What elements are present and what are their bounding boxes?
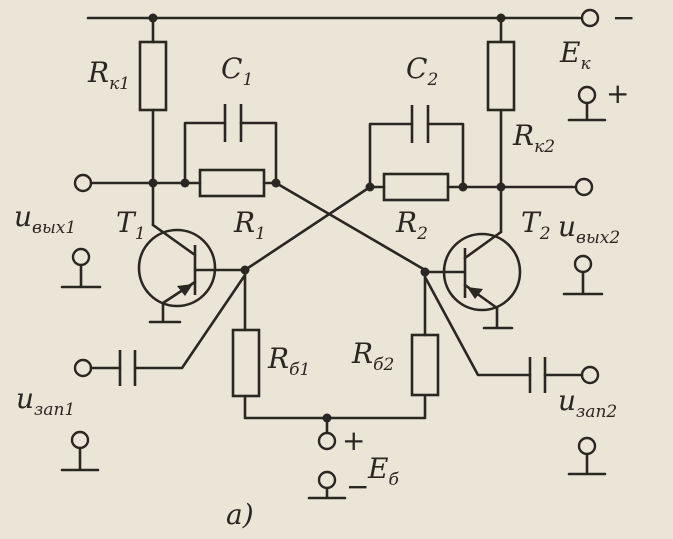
uzap1-label: uзап1 xyxy=(16,382,75,420)
ek-minus-sign: − xyxy=(612,1,635,34)
c2-label: C2 xyxy=(406,52,438,90)
junction-base2 xyxy=(420,267,430,277)
c1-left-branch xyxy=(183,121,227,185)
t2-collector xyxy=(463,230,503,260)
ek-minus-terminal xyxy=(580,8,600,28)
t1-emitter-arrow xyxy=(177,284,193,296)
ek-plus-terminal-symbol xyxy=(567,85,607,122)
t2-label: T2 xyxy=(521,206,551,244)
t1-collector xyxy=(151,223,197,257)
junction-rail-left xyxy=(148,13,158,23)
eb-minus-sign: − xyxy=(346,470,369,503)
uvyh1-terminal xyxy=(73,173,93,193)
junction-eb xyxy=(322,413,332,423)
junction-out1 xyxy=(148,178,158,188)
c2-right-branch xyxy=(426,122,465,189)
rk2-resistor xyxy=(486,40,516,112)
uvyh2-label: uвых2 xyxy=(558,210,620,248)
junction-c1-right xyxy=(271,178,281,188)
junction-c2-right xyxy=(458,182,468,192)
rb2-label: Rб2 xyxy=(351,337,394,375)
rb1-wire-bottom xyxy=(243,394,427,420)
r1-label: R1 xyxy=(233,206,266,244)
uzap1-wire-right xyxy=(133,273,247,370)
rk2-label: Rк2 xyxy=(512,119,555,157)
eb-minus-terminal xyxy=(317,470,337,490)
c2-left-branch xyxy=(368,122,414,189)
ek-label: Eк xyxy=(559,36,591,74)
eb-plus-sign: + xyxy=(342,424,365,457)
uvyh2-ground-symbol xyxy=(562,254,604,296)
uvyh1-label: uвых1 xyxy=(14,200,76,238)
rk1-resistor xyxy=(138,40,168,112)
rb1-label: Rб1 xyxy=(267,342,310,380)
uzap2-label: uзап2 xyxy=(558,384,617,422)
uzap1-terminal xyxy=(73,358,93,378)
r1-resistor xyxy=(198,168,266,198)
uvyh2-terminal xyxy=(574,177,594,197)
junction-c1-left xyxy=(180,178,190,188)
eb-plus-terminal xyxy=(317,431,337,451)
uzap2-terminal xyxy=(580,365,600,385)
rk1-label: Rк1 xyxy=(87,56,130,94)
junction-out2 xyxy=(496,182,506,192)
uzap2-ground-symbol xyxy=(567,436,607,476)
uzap1-ground-symbol xyxy=(60,430,100,472)
r2-resistor xyxy=(382,172,450,202)
t2-emitter-ground xyxy=(482,306,514,330)
r2-label: R2 xyxy=(395,206,428,244)
uvyh1-ground-symbol xyxy=(60,247,102,289)
junction-c2-left xyxy=(365,182,375,192)
eb-label: Eб xyxy=(367,452,399,490)
t2-emitter-arrow xyxy=(467,287,483,299)
uzap2-wire-left xyxy=(423,275,532,377)
c1-label: C1 xyxy=(221,52,253,90)
t1-label: T1 xyxy=(116,206,146,244)
cross-wire-r1-to-t2 xyxy=(274,181,427,272)
t1-emitter-ground xyxy=(148,301,182,324)
figure-caption: а) xyxy=(226,498,254,531)
t1-transistor-body xyxy=(137,228,217,308)
rb1-resistor xyxy=(231,328,261,398)
junction-base1 xyxy=(240,265,250,275)
rb2-resistor xyxy=(410,333,440,397)
c1-right-branch xyxy=(239,121,278,185)
cross-wire-r2-to-t1 xyxy=(243,185,372,272)
junction-rail-right xyxy=(496,13,506,23)
ek-plus-sign: + xyxy=(606,77,629,110)
